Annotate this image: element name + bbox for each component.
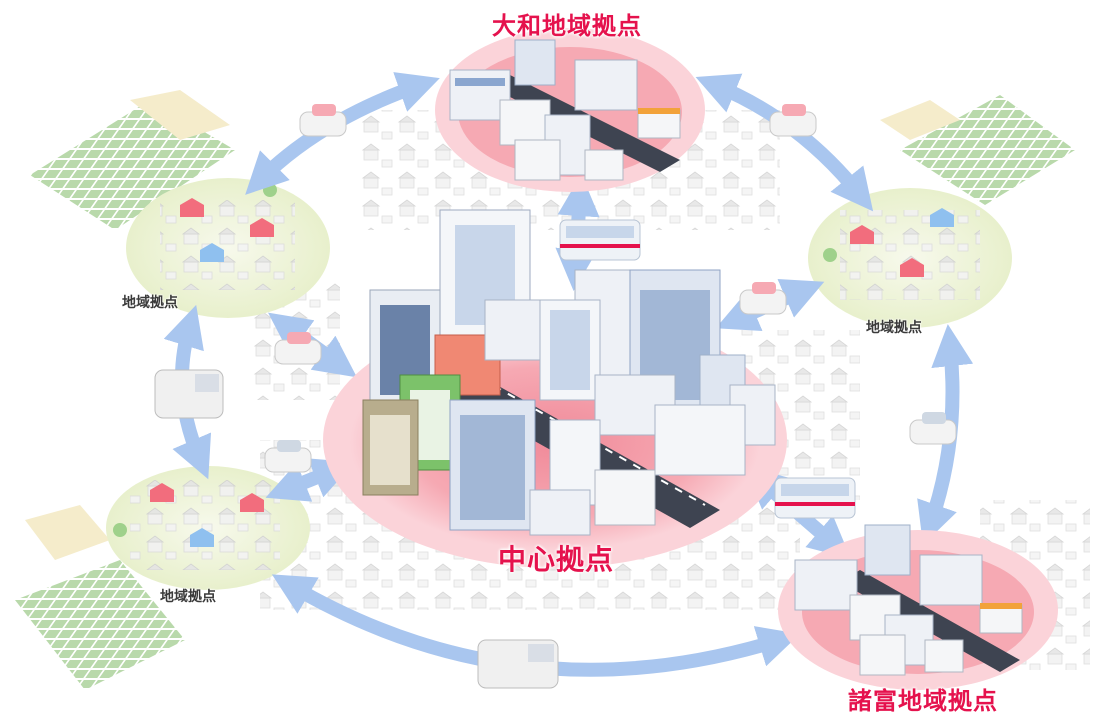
farmland-northeast bbox=[880, 95, 1075, 205]
car-icon bbox=[769, 104, 817, 137]
bus-icon bbox=[774, 477, 856, 519]
car-icon bbox=[274, 332, 322, 365]
local-hub-east-label: 地域拠点 bbox=[866, 320, 922, 336]
local-hub-east-area bbox=[808, 188, 1012, 328]
car-icon bbox=[739, 282, 787, 315]
bus-icon bbox=[559, 219, 641, 261]
central-hub-label: 中心拠点 bbox=[498, 543, 615, 576]
yamato-hub-area bbox=[435, 28, 705, 192]
yamato-hub-label: 大和地域拠点 bbox=[492, 12, 642, 40]
van-icon bbox=[477, 639, 559, 689]
van-icon bbox=[154, 369, 224, 419]
morotomi-hub-area bbox=[778, 524, 1058, 690]
car-icon bbox=[264, 440, 312, 473]
farmland-northwest bbox=[30, 90, 235, 230]
vehicles bbox=[154, 104, 957, 689]
arrow-center-southwest bbox=[265, 458, 355, 502]
local-hub-southwest-area bbox=[106, 466, 310, 590]
car-icon bbox=[909, 412, 957, 445]
morotomi-hub-label: 諸富地域拠点 bbox=[848, 687, 998, 715]
local-hub-southwest-label: 地域拠点 bbox=[160, 589, 216, 605]
car-icon bbox=[299, 104, 347, 137]
farmland-southwest bbox=[15, 505, 185, 690]
central-hub-area bbox=[323, 209, 787, 568]
local-hub-northwest-label: 地域拠点 bbox=[122, 295, 178, 311]
local-hub-northwest-area bbox=[126, 178, 330, 318]
